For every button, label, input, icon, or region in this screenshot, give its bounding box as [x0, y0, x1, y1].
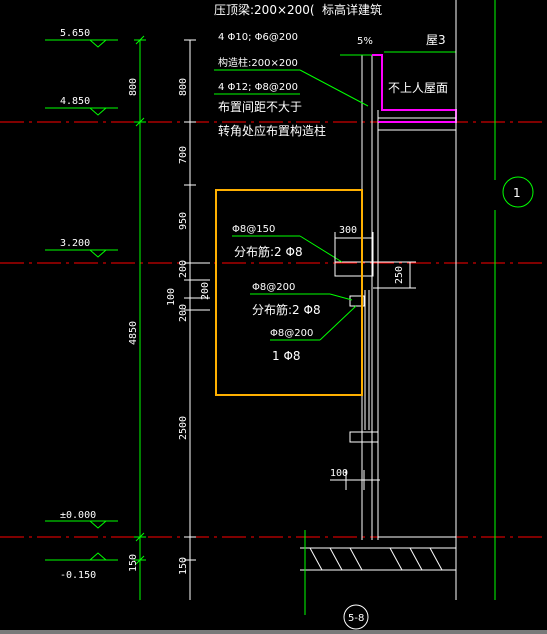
corner-note: 转角处应布置构造柱	[218, 123, 326, 138]
column-title: 构造柱:200×200	[218, 56, 298, 69]
middle-dimension-chain	[184, 39, 210, 600]
dim-left-4850: 4850	[128, 321, 139, 345]
beam-rebar: 4 Φ10; Φ6@200	[218, 32, 298, 43]
section-bubble	[343, 604, 369, 630]
elevation-3200: 3.200	[60, 238, 90, 249]
roof-note: 不上人屋面	[388, 81, 448, 95]
elevation-note: 标高详建筑	[322, 2, 382, 17]
distribution-label-2: 分布筋:2 Φ8	[252, 302, 321, 317]
slope-label: 5%	[357, 36, 373, 47]
left-dimension-chain	[134, 35, 146, 600]
dim-right-250: 250	[394, 266, 405, 284]
dim-right-100: 100	[330, 468, 348, 479]
leader-lines	[214, 69, 369, 341]
elevation-4850: 4.850	[60, 96, 90, 107]
right-dimensions	[330, 232, 416, 490]
dim-mid-800: 800	[178, 78, 189, 96]
elevation-minus-0150: -0.150	[60, 570, 96, 581]
dim-left-150: 150	[128, 554, 139, 572]
rebar-label-2: Φ8@200	[252, 282, 295, 293]
dim-mid-700: 700	[178, 146, 189, 164]
dim-mid-200a: 200	[178, 260, 189, 278]
dim-mid-100: 100	[166, 288, 177, 306]
rebar-label-3: Φ8@200	[270, 328, 313, 339]
dim-mid-2500: 2500	[178, 416, 189, 440]
bottom-scrollbar[interactable]	[0, 630, 547, 634]
column-rebar: 4 Φ12; Φ8@200	[218, 82, 298, 93]
column-spacing: 布置间距不大于	[218, 100, 302, 114]
highlight-box	[215, 189, 363, 396]
dim-mid-950: 950	[178, 212, 189, 230]
dim-mid-200b: 200	[200, 282, 211, 300]
rebar-label-1: Φ8@150	[232, 224, 275, 235]
roof-label: 屋3	[426, 33, 446, 47]
rebar-label-4: 1 Φ8	[272, 349, 301, 363]
axis-bubble	[502, 176, 534, 208]
distribution-label-1: 分布筋:2 Φ8	[234, 244, 303, 259]
elevation-labels: 5.650 4.850 3.200 ±0.000 -0.150	[60, 28, 96, 581]
roof-slab	[372, 51, 457, 130]
axis-label: 1	[513, 186, 521, 200]
dim-mid-150: 150	[178, 557, 189, 575]
section-label: 5-8	[348, 613, 364, 624]
dim-right-300: 300	[339, 225, 357, 236]
dim-left-800: 800	[128, 78, 139, 96]
elevation-5650: 5.650	[60, 28, 90, 39]
middle-dimension-labels: 800 700 950 200 100 200 200 2500 150	[166, 78, 211, 575]
elevation-0000: ±0.000	[60, 510, 96, 521]
beam-title: 压顶梁:200×200(	[214, 2, 315, 17]
left-dimension-labels: 800 4850 150	[128, 78, 139, 572]
dim-mid-200c: 200	[178, 304, 189, 322]
ground-hatch	[300, 547, 456, 571]
axis-grid-lines	[304, 0, 496, 615]
building-outline	[378, 0, 457, 600]
elevation-markers	[45, 39, 118, 561]
